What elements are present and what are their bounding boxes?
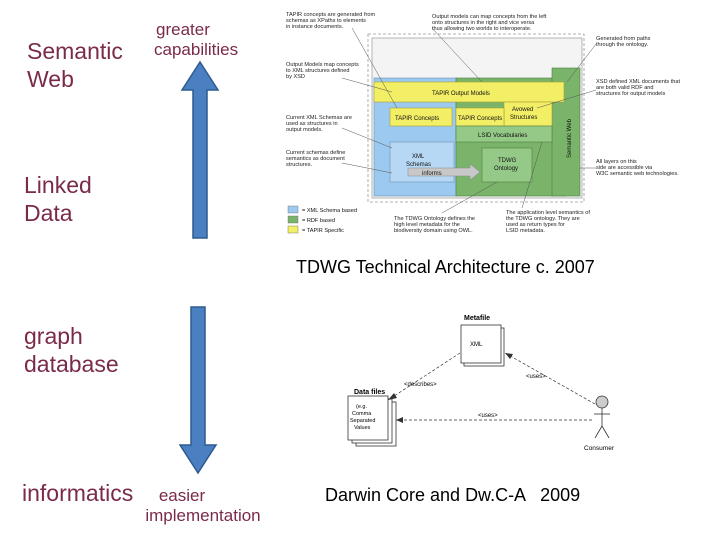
database-line: database <box>24 350 119 377</box>
legend-tapir: = TAPIR Specific <box>302 228 344 234</box>
box-output-models: TAPIR Output Models <box>432 91 490 97</box>
data-desc-2: Comma <box>352 411 372 417</box>
dwca-diagram: Metafile XML Data files (e.g. Comma Sepa… <box>347 315 615 452</box>
box-informs: informs <box>422 171 442 177</box>
data-desc-1: (e.g. <box>356 404 367 410</box>
xml-label: XML <box>470 342 483 348</box>
legend-xml: = XML Schema based <box>302 208 357 214</box>
semantic-web-line-2: Web <box>27 65 74 92</box>
upward-arrow-icon <box>180 60 220 239</box>
note-xsd-defined: XSD defined XML documents that are both … <box>596 79 682 97</box>
note-tapir-concepts: TAPIR concepts are generated from schema… <box>286 12 377 30</box>
note-current-schemas-define: Current schemas define semantics as docu… <box>286 150 347 168</box>
note-application-semantics: The application level semantics of the T… <box>506 210 592 234</box>
linked-data-label: Linked Data <box>24 172 92 227</box>
data-desc-3: Separated <box>350 418 375 424</box>
note-output-models-map: Output models can map concepts from the … <box>432 14 548 32</box>
data-files-document-icon <box>347 395 397 447</box>
data-desc-4: Values <box>354 425 371 431</box>
data-files-label: Data files <box>354 389 385 396</box>
graph-database-label: graph database <box>24 323 119 378</box>
greater-capabilities-label: greater capabilities <box>154 20 238 61</box>
uses-top-label: <uses> <box>526 374 546 380</box>
describes-label: <describes> <box>404 382 437 388</box>
downward-arrow-icon <box>178 306 218 475</box>
easier-line: easier <box>158 486 206 505</box>
note-generated-paths: Generated from paths through the ontolog… <box>596 36 652 48</box>
box-tdwg-line2: Ontology <box>494 166 518 172</box>
metafile-label: Metafile <box>464 315 490 322</box>
box-xml-schemas-line2: Schemas <box>406 162 431 168</box>
capabilities-line: capabilities <box>154 40 239 60</box>
box-avowed-line2: Structures <box>510 115 537 121</box>
box-xml-schemas-line1: XML <box>412 154 425 160</box>
semantic-web-line-1: Semantic <box>27 38 123 64</box>
consumer-actor-icon <box>594 395 610 439</box>
note-tdwg-ontology-defines: The TDWG Ontology defines the high level… <box>394 216 477 234</box>
tdwg-architecture-diagram: TAPIR concepts are generated from schema… <box>286 12 682 234</box>
graph-line: graph <box>24 323 83 349</box>
metafile-document-icon <box>460 324 505 367</box>
easier-implementation-label: easier implementation <box>138 486 268 527</box>
note-output-models-xsd: Output Models map concepts to XML struct… <box>286 62 360 80</box>
box-semantic-web-vertical: Semantic Web <box>567 118 573 158</box>
greater-line: greater <box>156 20 210 39</box>
note-current-xml-schemas: Current XML Schemas are used as structur… <box>286 115 354 133</box>
box-tapir-concepts-right: TAPIR Concepts <box>458 116 502 122</box>
consumer-label: Consumer <box>584 445 615 452</box>
implementation-line: implementation <box>145 506 261 526</box>
tdwg-legend: = XML Schema based = RDF based = TAPIR S… <box>287 205 357 234</box>
note-all-layers: All layers on this side are accessible v… <box>596 159 679 177</box>
linked-line: Linked <box>24 172 92 198</box>
tdwg-caption: TDWG Technical Architecture c. 2007 <box>296 257 595 277</box>
data-line: Data <box>24 199 73 226</box>
box-tapir-concepts-left: TAPIR Concepts <box>395 116 439 122</box>
dwca-caption: Darwin Core and Dw.C-A 2009 <box>325 485 581 505</box>
box-tdwg-line1: TDWG <box>498 158 517 164</box>
legend-rdf: = RDF based <box>302 218 335 224</box>
box-lsid-vocab: LSID Vocabularies <box>478 133 527 139</box>
semantic-web-label: Semantic Web <box>27 38 123 93</box>
box-avowed-line1: Avowed <box>512 107 533 113</box>
uses-bottom-label: <uses> <box>478 413 498 419</box>
informatics-label: informatics <box>22 480 134 506</box>
